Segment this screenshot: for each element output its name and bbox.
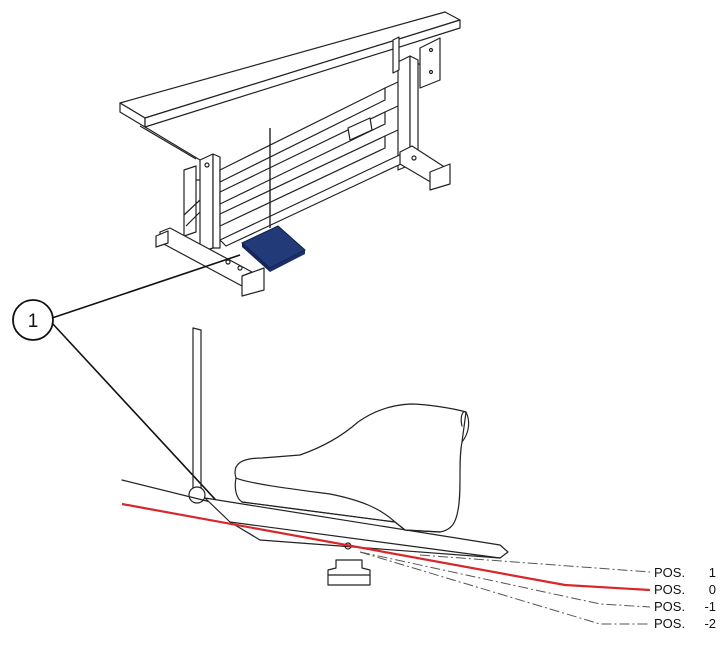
pos-neg2-value: -2 xyxy=(704,616,716,631)
table-top xyxy=(119,11,461,161)
pedal-pivot-base xyxy=(327,542,371,586)
pos-0-prefix: POS. xyxy=(654,582,685,597)
pos-neg2-prefix: POS. xyxy=(654,616,685,631)
pos-1-label: POS. 1 xyxy=(654,565,716,580)
sewing-table-stand xyxy=(119,11,461,297)
callout-number: 1 xyxy=(28,311,39,332)
pos-neg1-label: POS. -1 xyxy=(654,599,716,614)
position-lines xyxy=(121,502,651,625)
shoe-outline xyxy=(234,403,470,533)
foot-pedal xyxy=(241,225,306,272)
stand-feet xyxy=(155,145,451,297)
pos-0-line xyxy=(121,502,651,592)
pos-neg1-value: -1 xyxy=(704,599,716,614)
pos-neg1-line xyxy=(359,551,651,608)
pos-0-label: POS. 0 xyxy=(654,582,716,597)
pos-1-line xyxy=(419,554,651,573)
pos-neg1-prefix: POS. xyxy=(654,599,685,614)
rear-right-leg xyxy=(392,36,441,171)
pedal-side-view xyxy=(121,327,509,586)
callout-marker: 1 xyxy=(12,299,54,341)
pos-0-value: 0 xyxy=(709,582,716,597)
callout-leader-lines xyxy=(51,254,241,511)
pos-1-prefix: POS. xyxy=(654,565,685,580)
pos-1-value: 1 xyxy=(709,565,716,580)
position-labels: POS. 1 POS. 0 POS. -1 POS. -2 xyxy=(654,565,716,631)
side-view-rod xyxy=(188,327,206,504)
support-rails xyxy=(219,81,419,247)
side-view-pedal-plate xyxy=(204,497,509,559)
pos-neg2-line xyxy=(359,551,650,625)
front-left-leg xyxy=(183,153,221,253)
pos-neg2-label: POS. -2 xyxy=(654,616,716,631)
